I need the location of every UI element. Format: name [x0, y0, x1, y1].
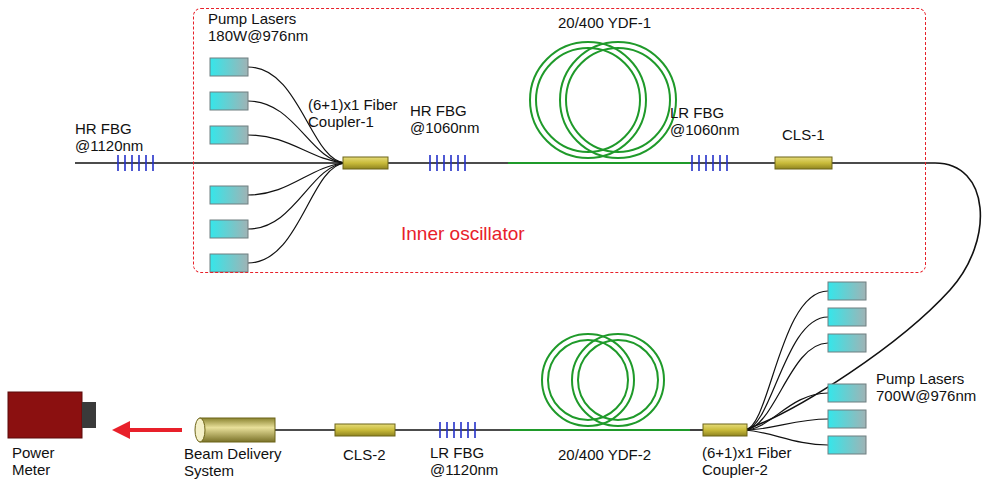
component-label: (6+1)x1 Fiber Coupler-2: [702, 444, 812, 478]
component-label: HR FBG @1060nm: [410, 102, 485, 136]
component-label: 20/400 YDF-2: [558, 446, 651, 463]
component-label: CLS-1: [782, 126, 825, 143]
component-label: 20/400 YDF-1: [558, 14, 651, 31]
component-label: Power Meter: [12, 444, 72, 478]
region-label: Inner oscillator: [401, 223, 525, 245]
component-label: LR FBG @1120nm: [430, 444, 510, 478]
component-label: HR FBG @1120nm: [75, 120, 150, 154]
component-label: CLS-2: [343, 446, 386, 463]
component-label: LR FBG @1060nm: [670, 104, 745, 138]
component-label: Pump Lasers 700W@976nm: [876, 370, 988, 404]
component-label: Beam Delivery System: [184, 445, 292, 479]
component-label: Pump Lasers 180W@976nm: [208, 10, 313, 44]
component-label: (6+1)x1 Fiber Coupler-1: [308, 96, 416, 130]
